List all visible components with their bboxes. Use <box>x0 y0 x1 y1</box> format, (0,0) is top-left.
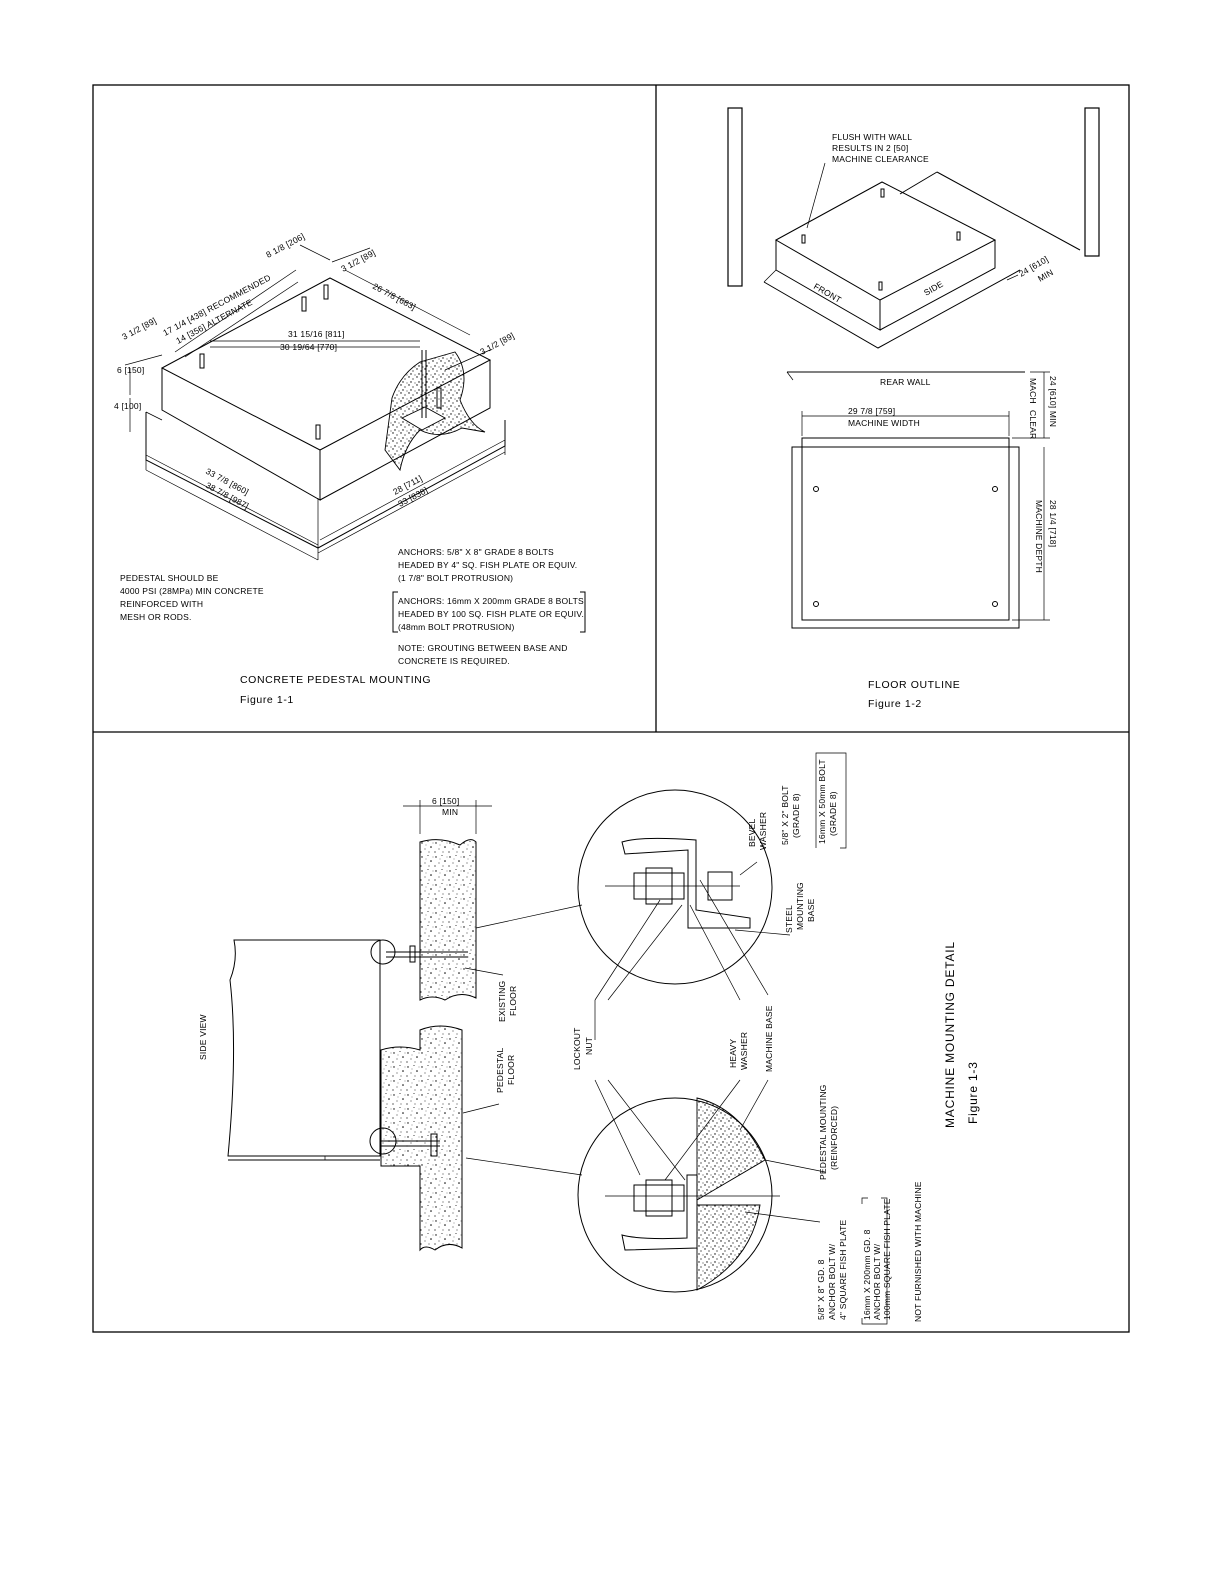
steel-label: STEEL <box>784 905 794 933</box>
pedestal-mounting-label: PEDESTAL MOUNTING <box>818 1085 828 1181</box>
width-dim: 29 7/8 [759] <box>848 406 895 416</box>
pedestal-note: PEDESTAL SHOULD BE 4000 PSI (28MPa) MIN … <box>120 573 264 622</box>
machine-side-view: SIDE VIEW <box>198 939 397 1161</box>
wall-isometric <box>727 107 1100 349</box>
svg-text:MESH OR RODS.: MESH OR RODS. <box>120 612 192 622</box>
anchor-imperial-3: 4" SQUARE FISH PLATE <box>838 1219 848 1320</box>
reinforced-label: (REINFORCED) <box>829 1106 839 1170</box>
washer-label: WASHER <box>739 1032 749 1070</box>
figure-1-3-number: Figure 1-3 <box>966 1061 980 1124</box>
nut-label: NUT <box>584 1037 594 1055</box>
anchor-imperial-2: ANCHOR BOLT W/ <box>827 1243 837 1320</box>
figure-1-1-number: Figure 1-1 <box>240 694 294 706</box>
svg-text:MACHINE CLEARANCE: MACHINE CLEARANCE <box>832 154 929 164</box>
anchor-metric-3: 100mm SQUARE FISH PLATE <box>882 1198 892 1320</box>
lockout-label: LOCKOUT <box>572 1028 582 1071</box>
figure-1-3-title: MACHINE MOUNTING DETAIL <box>943 941 957 1128</box>
anchors-metric-note: ANCHORS: 16mm X 200mm GRADE 8 BOLTS HEAD… <box>392 591 586 633</box>
pedestal-floor-label-1: PEDESTAL <box>495 1048 505 1093</box>
svg-text:ANCHORS: 5/8" X 8" GRADE 8 BOL: ANCHORS: 5/8" X 8" GRADE 8 BOLTS <box>398 547 554 557</box>
grout-note: NOTE: GROUTING BETWEEN BASE AND CONCRETE… <box>398 643 568 666</box>
dim-3-1-2-top: 3 1/2 [89] <box>339 247 377 273</box>
svg-text:REINFORCED WITH: REINFORCED WITH <box>120 599 203 609</box>
svg-text:FLUSH WITH WALL: FLUSH WITH WALL <box>832 132 912 142</box>
figure-1-1-concrete-pedestal: 8 1/8 [206] 3 1/2 [89] 17 1/4 [438] RECO… <box>114 231 586 706</box>
dim-3-1-2-left: 3 1/2 [89] <box>120 315 158 341</box>
mach-label: MACH <box>1028 378 1038 404</box>
svg-text:CONCRETE IS REQUIRED.: CONCRETE IS REQUIRED. <box>398 656 510 666</box>
side-view-label: SIDE VIEW <box>198 1014 208 1060</box>
svg-text:NOTE: GROUTING BETWEEN BASE AN: NOTE: GROUTING BETWEEN BASE AND <box>398 643 568 653</box>
detail-circle-lower <box>577 1097 780 1293</box>
component-leaders <box>594 861 826 1223</box>
pedestal-floor-label-2: FLOOR <box>506 1055 516 1085</box>
anchor-metric-1: 16mm X 200mm GD. 8 <box>862 1229 872 1320</box>
figure-1-2-title: FLOOR OUTLINE <box>868 679 960 691</box>
base-label: BASE <box>806 898 816 922</box>
min-wall-dimension: 6 [150] MIN <box>403 796 492 834</box>
anchors-imperial-note: ANCHORS: 5/8" X 8" GRADE 8 BOLTS HEADED … <box>398 547 577 583</box>
bevel-label: BEVEL <box>747 819 757 847</box>
detail-circle-upper <box>577 789 773 985</box>
bolt-imperial-label: 5/8" X 2" BOLT <box>780 785 790 845</box>
clear-dim: 24 [610] MIN <box>1048 376 1058 427</box>
depth-dim: 28 1/4 [718] <box>1048 500 1058 547</box>
floor-plan: REAR WALL 29 7/8 [759] MACHINE WIDTH MAC… <box>786 371 1058 629</box>
not-furnished-label: NOT FURNISHED WITH MACHINE <box>913 1181 923 1322</box>
svg-text:ANCHORS: 16mm X 200mm GRADE 8: ANCHORS: 16mm X 200mm GRADE 8 BOLTS <box>398 596 584 606</box>
dim-31-15-16: 31 15/16 [811] <box>288 329 345 339</box>
side-label: SIDE <box>922 279 945 298</box>
pedestal-isometric-block: 8 1/8 [206] 3 1/2 [89] 17 1/4 [438] RECO… <box>114 231 516 561</box>
machine-width-label: MACHINE WIDTH <box>848 418 920 428</box>
existing-floor-label-1: EXISTING <box>497 981 507 1022</box>
existing-floor-label-2: FLOOR <box>508 986 518 1016</box>
bolt-imperial-grade: (GRADE 8) <box>791 793 801 838</box>
clearance-min-label: MIN <box>1036 267 1055 284</box>
clear-label: CLEAR <box>1028 410 1038 439</box>
mounting-label: MOUNTING <box>795 882 805 930</box>
dim-30-19-64: 30 19/64 [770] <box>280 342 337 352</box>
anchor-imperial-1: 5/8" X 8" GD. 8 <box>816 1259 826 1320</box>
dim-4-100: 4 [100] <box>114 401 141 411</box>
machine-base-label: MACHINE BASE <box>764 1005 774 1072</box>
dim-17-1-4: 17 1/4 [438] RECOMMENDED <box>161 272 272 337</box>
dimension-lines <box>124 244 506 561</box>
svg-text:6 [150]: 6 [150] <box>432 796 459 806</box>
dim-3-1-2-right: 3 1/2 [89] <box>478 330 516 356</box>
figure-1-3-machine-mounting: 6 [150] MIN SIDE VIEW EXISTIN <box>198 752 980 1325</box>
figure-1-2-number: Figure 1-2 <box>868 698 922 710</box>
pedestal-floor-slab <box>380 1025 463 1252</box>
sheet-frame <box>92 84 1130 1333</box>
anchor-metric-2: ANCHOR BOLT W/ <box>872 1243 882 1320</box>
svg-text:RESULTS IN 2 [50]: RESULTS IN 2 [50] <box>832 143 908 153</box>
machine-depth-label: MACHINE DEPTH <box>1034 500 1044 573</box>
figure-1-2-floor-outline: FLUSH WITH WALL RESULTS IN 2 [50] MACHIN… <box>727 107 1100 710</box>
bevel-washer-label: WASHER <box>758 812 768 850</box>
svg-text:HEADED BY 4" SQ. FISH PLATE OR: HEADED BY 4" SQ. FISH PLATE OR EQUIV. <box>398 560 577 570</box>
dim-26-7-8: 26 7/8 [683] <box>371 281 417 312</box>
svg-text:PEDESTAL SHOULD BE: PEDESTAL SHOULD BE <box>120 573 219 583</box>
bolt-metric-grade: (GRADE 8) <box>828 791 838 836</box>
svg-text:4000 PSI (28MPa) MIN CONCRETE: 4000 PSI (28MPa) MIN CONCRETE <box>120 586 264 596</box>
figure-1-1-title: CONCRETE PEDESTAL MOUNTING <box>240 674 431 686</box>
svg-text:(1 7/8" BOLT PROTRUSION): (1 7/8" BOLT PROTRUSION) <box>398 573 513 583</box>
svg-text:MIN: MIN <box>442 807 458 817</box>
anchor-bolts <box>199 284 442 440</box>
existing-floor-slab <box>386 839 477 1001</box>
dim-6-150: 6 [150] <box>117 365 144 375</box>
bolt-metric-label: 16mm X 50mm BOLT <box>817 759 827 844</box>
flush-note: FLUSH WITH WALL RESULTS IN 2 [50] MACHIN… <box>832 132 929 164</box>
svg-text:HEADED BY 100 SQ. FISH PLATE O: HEADED BY 100 SQ. FISH PLATE OR EQUIV. <box>398 609 584 619</box>
heavy-label: HEAVY <box>728 1039 738 1068</box>
svg-text:(48mm BOLT PROTRUSION): (48mm BOLT PROTRUSION) <box>398 622 515 632</box>
rear-wall-label: REAR WALL <box>880 377 931 387</box>
